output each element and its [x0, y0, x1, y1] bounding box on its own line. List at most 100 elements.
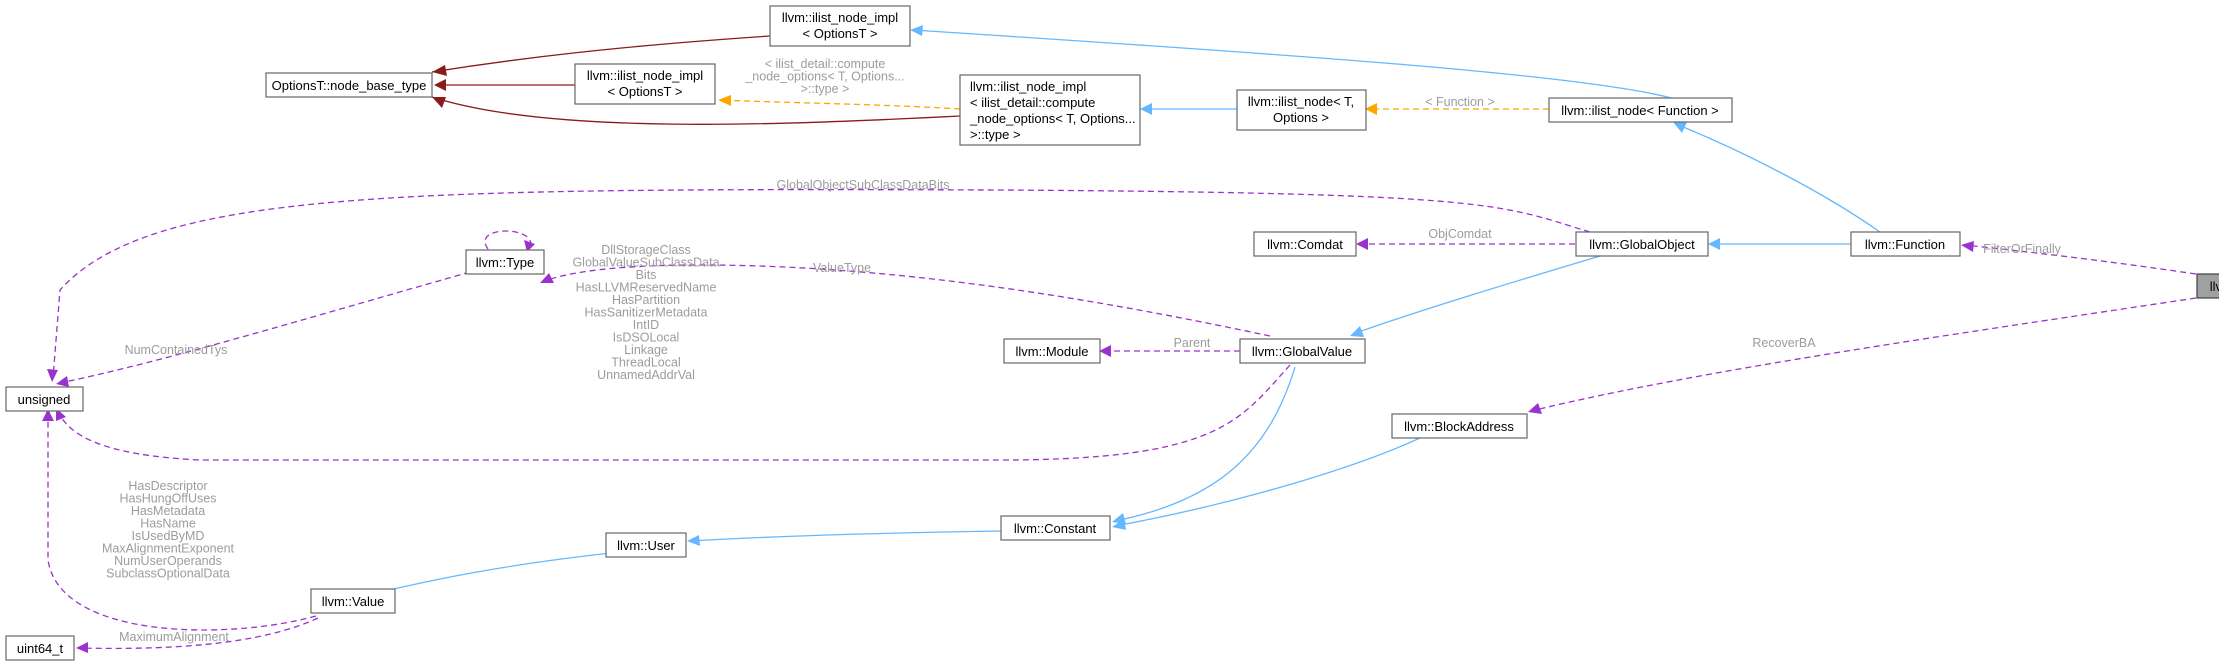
edge-label-function-template: < Function > — [1425, 95, 1495, 109]
node-comdat-label-line-1: llvm::Comdat — [1267, 237, 1343, 252]
node-ilist-node-impl-compute-label-line-4: >::type > — [970, 127, 1021, 142]
edge-label-global-value-bits-line-4: HasLLVMReservedName — [576, 281, 717, 295]
edge-ilist-node-impl-compute-template — [718, 95, 961, 110]
node-type[interactable]: llvm::Type — [465, 249, 545, 275]
edge-label-global-value-bits: DllStorageClassGlobalValueSubClassDataBi… — [572, 243, 719, 382]
node-ilist-node-t-options[interactable]: llvm::ilist_node< T,Options > — [1236, 89, 1367, 131]
edge-label-num-contained-tys: NumContainedTys — [125, 343, 228, 357]
edge-label-global-value-bits-line-9: Linkage — [624, 343, 668, 357]
edge-type-to-unsigned — [56, 271, 471, 387]
node-seh-handler-label-line-1: llvm::SEHHandler — [2210, 279, 2219, 294]
edge-label-compute-options-line-2: _node_options< T, Options... — [744, 70, 904, 84]
edge-ilist-node-function-to-ilist-node-impl-top — [910, 25, 1676, 100]
edge-label-obj-comdat-line-1: ObjComdat — [1428, 227, 1492, 241]
node-ilist-node-impl-compute-label-line-1: llvm::ilist_node_impl — [970, 79, 1086, 94]
node-ilist-node-impl-compute[interactable]: llvm::ilist_node_impl< ilist_detail::com… — [959, 74, 1141, 146]
node-block-address[interactable]: llvm::BlockAddress — [1391, 413, 1528, 439]
edge-ilist-node-function-template — [1365, 103, 1549, 115]
edge-label-value-type-line-1: ValueType — [813, 261, 871, 275]
node-constant-label-line-1: llvm::Constant — [1014, 521, 1097, 536]
node-global-value[interactable]: llvm::GlobalValue — [1239, 338, 1366, 364]
node-module-label-line-1: llvm::Module — [1016, 344, 1089, 359]
node-ilist-node-function[interactable]: llvm::ilist_node< Function > — [1548, 97, 1733, 123]
node-ilist-node-t-options-label-line-2: Options > — [1273, 110, 1329, 125]
node-value[interactable]: llvm::Value — [310, 588, 396, 614]
edge-global-value-to-type — [540, 264, 1271, 337]
node-uint64-label-line-1: uint64_t — [17, 641, 64, 656]
edge-label-global-value-bits-line-1: DllStorageClass — [601, 243, 691, 257]
node-global-value-label-line-1: llvm::GlobalValue — [1252, 344, 1352, 359]
edge-block-address-to-constant — [1112, 437, 1421, 530]
edge-label-value-type: ValueType — [813, 261, 871, 275]
edge-label-global-value-bits-line-8: IsDSOLocal — [613, 331, 680, 345]
node-function[interactable]: llvm::Function — [1850, 231, 1961, 257]
edge-type-self-loop — [484, 230, 535, 252]
node-user[interactable]: llvm::User — [605, 532, 687, 558]
node-type-label-line-1: llvm::Type — [476, 255, 535, 270]
edge-label-filter-or-finally-line-1: FilterOrFinally — [1983, 242, 2062, 256]
edge-label-global-value-bits-line-5: HasPartition — [612, 293, 680, 307]
edge-label-max-alignment-line-1: MaximumAlignment — [119, 630, 229, 644]
edge-value-to-uint64 — [76, 617, 319, 653]
edge-label-value-bits-line-8: SubclassOptionalData — [106, 567, 230, 581]
edge-label-filter-or-finally: FilterOrFinally — [1983, 242, 2062, 256]
edge-global-object-to-comdat — [1356, 238, 1575, 250]
edge-ilist-node-t-to-ilist-node-impl-compute — [1140, 103, 1237, 115]
edge-label-compute-options-line-1: < ilist_detail::compute — [765, 57, 886, 71]
edge-label-global-value-bits-line-11: UnnamedAddrVal — [597, 368, 695, 382]
node-options-node-base-type-label-line-1: OptionsT::node_base_type — [272, 78, 427, 93]
edge-label-subclass-data-bits: GlobalObjectSubClassDataBits — [777, 178, 950, 192]
node-ilist-node-impl-options-mid[interactable]: llvm::ilist_node_impl< OptionsT > — [574, 63, 716, 105]
node-options-node-base-type[interactable]: OptionsT::node_base_type — [265, 72, 433, 98]
node-function-label-line-1: llvm::Function — [1865, 237, 1945, 252]
edge-label-value-bits-line-2: HasHungOffUses — [119, 492, 216, 506]
edge-label-value-bits-line-3: HasMetadata — [131, 504, 205, 518]
node-ilist-node-t-options-label-line-1: llvm::ilist_node< T, — [1248, 94, 1354, 109]
node-comdat[interactable]: llvm::Comdat — [1253, 231, 1357, 257]
edge-label-num-contained-tys-line-1: NumContainedTys — [125, 343, 228, 357]
edge-label-compute-options: < ilist_detail::compute_node_options< T,… — [744, 57, 904, 96]
node-constant[interactable]: llvm::Constant — [1000, 515, 1111, 541]
edge-global-object-to-unsigned — [47, 188, 1591, 382]
node-ilist-node-impl-options-top-label-line-1: llvm::ilist_node_impl — [782, 10, 898, 25]
edge-label-global-value-bits-line-7: IntID — [633, 318, 659, 332]
edge-function-to-ilist-node-function — [1673, 122, 1881, 233]
edge-label-value-bits-line-7: NumUserOperands — [114, 554, 222, 568]
node-ilist-node-impl-options-top[interactable]: llvm::ilist_node_impl< OptionsT > — [769, 5, 911, 47]
edge-label-parent-line-1: Parent — [1174, 336, 1211, 350]
node-unsigned[interactable]: unsigned — [5, 386, 84, 412]
edge-global-value-to-module — [1099, 345, 1240, 357]
edge-label-recover-ba: RecoverBA — [1752, 336, 1816, 350]
edge-label-value-bits-line-4: HasName — [140, 517, 196, 531]
edge-label-parent: Parent — [1174, 336, 1211, 350]
edge-label-value-bits-line-1: HasDescriptor — [128, 479, 207, 493]
edge-function-to-global-object — [1708, 238, 1851, 250]
edge-label-obj-comdat: ObjComdat — [1428, 227, 1492, 241]
edge-label-max-alignment: MaximumAlignment — [119, 630, 229, 644]
edge-label-value-bits-line-5: IsUsedByMD — [132, 529, 205, 543]
node-uint64[interactable]: uint64_t — [5, 635, 75, 661]
node-block-address-label-line-1: llvm::BlockAddress — [1404, 419, 1514, 434]
node-ilist-node-impl-compute-label-line-3: _node_options< T, Options... — [969, 111, 1136, 126]
edge-label-compute-options-line-3: >::type > — [801, 82, 850, 96]
edge-ilist-node-impl-top-to-node-base-type — [431, 35, 771, 76]
edge-ilist-node-impl-mid-to-node-base-type — [434, 79, 575, 91]
edge-label-global-value-bits-line-2: GlobalValueSubClassData — [572, 256, 719, 270]
node-module[interactable]: llvm::Module — [1003, 338, 1101, 364]
node-ilist-node-impl-options-mid-label-line-1: llvm::ilist_node_impl — [587, 68, 703, 83]
node-ilist-node-function-label-line-1: llvm::ilist_node< Function > — [1561, 103, 1719, 118]
node-user-label-line-1: llvm::User — [617, 538, 675, 553]
edge-label-recover-ba-line-1: RecoverBA — [1752, 336, 1816, 350]
edge-global-object-to-global-value — [1350, 255, 1601, 337]
edge-label-subclass-data-bits-line-1: GlobalObjectSubClassDataBits — [777, 178, 950, 192]
edge-seh-handler-to-function — [1961, 241, 2197, 275]
node-unsigned-label-line-1: unsigned — [18, 392, 71, 407]
edge-label-value-bits-line-6: MaxAlignmentExponent — [102, 542, 235, 556]
node-global-object[interactable]: llvm::GlobalObject — [1575, 231, 1709, 257]
edge-constant-to-user — [687, 530, 1002, 546]
node-ilist-node-impl-options-top-label-line-2: < OptionsT > — [803, 26, 878, 41]
node-value-label-line-1: llvm::Value — [322, 594, 385, 609]
node-seh-handler[interactable]: llvm::SEHHandler — [2196, 273, 2219, 299]
edge-value-to-unsigned — [42, 409, 317, 631]
